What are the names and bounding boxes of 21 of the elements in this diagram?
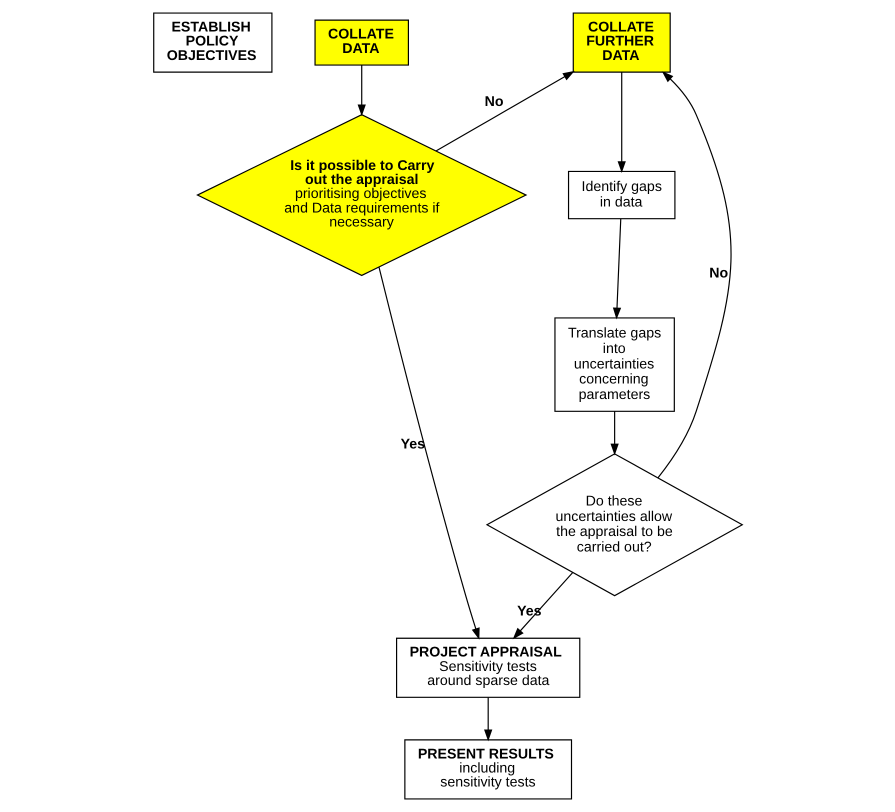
node-box: PRESENT RESULTS including sensitivity tests	[404, 739, 572, 800]
arrow	[484, 698, 492, 742]
edge-label: Yes	[400, 436, 425, 452]
node-box: ESTABLISH POLICY OBJECTIVES	[152, 12, 272, 73]
node-box: PROJECT APPRAISAL Sensitivity tests around sparse data	[396, 638, 580, 698]
node-box: Identify gaps in data	[567, 170, 675, 220]
node-box: COLLATE DATA	[314, 20, 408, 66]
arrow	[378, 267, 480, 640]
node-diamond: Do these uncertainties allow the appraisal to be carried out?	[485, 453, 743, 596]
arrow	[512, 572, 572, 640]
arrow	[612, 218, 621, 320]
arrow	[617, 72, 626, 174]
node-box: Translate gaps into uncertainties concerning parameters	[554, 317, 674, 412]
edge-label: No	[484, 94, 504, 110]
edge-label: No	[708, 266, 728, 282]
node-box: COLLATE FURTHER DATA	[572, 12, 670, 73]
arrow	[610, 411, 618, 456]
arrow	[435, 70, 574, 152]
node-diamond: Is it possible to Carry out the appraisal prioritising objectives and Data requirements if necessary	[196, 114, 527, 276]
arrow	[357, 65, 366, 116]
arrow	[657, 71, 731, 478]
